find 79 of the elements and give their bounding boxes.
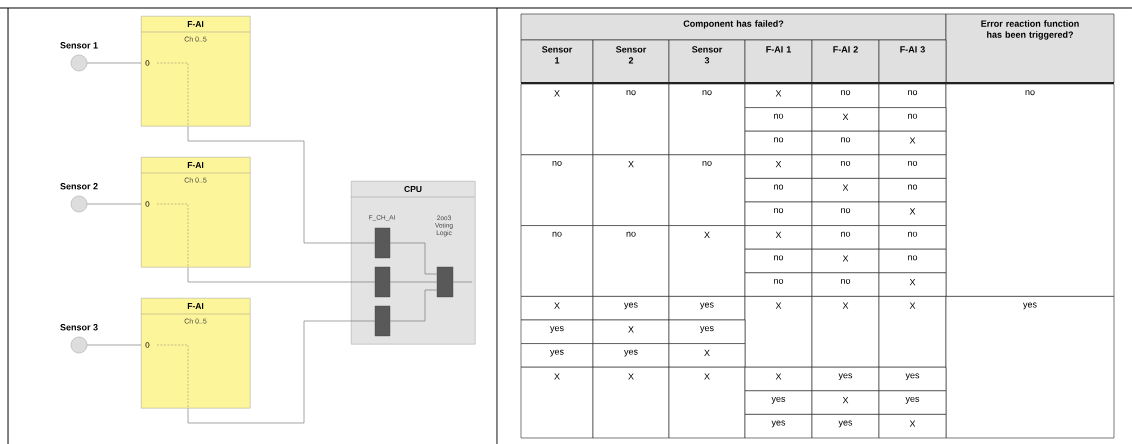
table-cell: X (878, 130, 947, 156)
channel-number: 0 (145, 342, 150, 348)
connector-line (86, 62, 142, 64)
function-block (374, 305, 391, 337)
table-cell: X (520, 296, 594, 321)
function-block (374, 266, 391, 298)
table-cell: no (592, 83, 670, 156)
table-cell: no (744, 248, 813, 274)
table-cell: no (811, 83, 880, 108)
table-cell: no (878, 83, 947, 108)
table-cell: no (668, 83, 746, 156)
cpu-title: CPU (404, 186, 422, 192)
connector-line (389, 242, 438, 275)
table-cell: no (878, 107, 947, 132)
table-header-cell: F-AI 1 (744, 39, 813, 84)
table-cell: no (811, 272, 880, 297)
table-cell: no (878, 178, 947, 203)
table-cell: yes (668, 296, 746, 321)
module-title: F-AI (187, 162, 204, 168)
table-cell: yes (744, 414, 813, 439)
table-cell: X (592, 154, 670, 226)
table-header-cell: Sensor 1 (520, 39, 594, 84)
connector-line (389, 289, 438, 322)
table-cell: no (520, 154, 594, 226)
connector-line (389, 281, 438, 283)
table-header-cell: F-AI 2 (811, 39, 880, 84)
table-cell: no (878, 154, 947, 179)
sensor-label: Sensor 2 (60, 183, 98, 190)
table-cell: no (811, 225, 880, 250)
table-cell: X (811, 248, 880, 274)
table-cell: no (878, 225, 947, 250)
table-cell: yes (520, 343, 594, 368)
table-header-cell: Sensor 2 (592, 39, 670, 84)
table-cell: X (878, 201, 947, 226)
table-cell: yes (744, 390, 813, 415)
table-cell: X (744, 225, 813, 250)
table-cell: X (744, 154, 813, 179)
connector-line (86, 344, 142, 346)
table-cell: X (878, 272, 947, 297)
function-block (436, 266, 454, 298)
table-cell: X (878, 414, 947, 439)
table-cell: no (744, 272, 813, 297)
channel-number: 0 (145, 201, 150, 207)
table-cell: X (592, 319, 670, 344)
table-cell: X (744, 366, 813, 392)
table-cell: yes (668, 319, 746, 344)
table-cell: X (811, 178, 880, 203)
connector-line (452, 281, 473, 283)
table-cell: yes (878, 366, 947, 392)
table-cell: X (668, 343, 746, 368)
function-block (374, 227, 391, 259)
table-cell: no (668, 154, 746, 226)
table-cell: yes (811, 414, 880, 439)
module-title: F-AI (187, 21, 204, 27)
table-cell: yes (811, 366, 880, 392)
table-cell: no (811, 154, 880, 179)
table-cell: yes (520, 319, 594, 344)
table-cell: X (520, 83, 594, 156)
sensor-label: Sensor 1 (60, 42, 98, 49)
table-cell: no (744, 201, 813, 226)
sensor-label: Sensor 3 (60, 324, 98, 331)
table-cell: no (945, 83, 1115, 297)
channel-number: 0 (145, 60, 150, 66)
table-cell: no (811, 201, 880, 226)
table-header-cell: Sensor 3 (668, 39, 746, 84)
connector-line (86, 203, 142, 205)
table-cell: X (811, 107, 880, 132)
table-cell: yes (592, 296, 670, 321)
table-header-cell: F-AI 3 (878, 39, 947, 84)
module-title: F-AI (187, 303, 204, 309)
table-cell: yes (878, 390, 947, 415)
table-cell: no (744, 178, 813, 203)
table-cell: no (811, 130, 880, 156)
table-cell: no (878, 248, 947, 274)
table-cell: X (744, 83, 813, 108)
table-cell: yes (592, 343, 670, 368)
table-cell: X (811, 390, 880, 415)
table-cell: no (744, 130, 813, 156)
table-cell: no (744, 107, 813, 132)
